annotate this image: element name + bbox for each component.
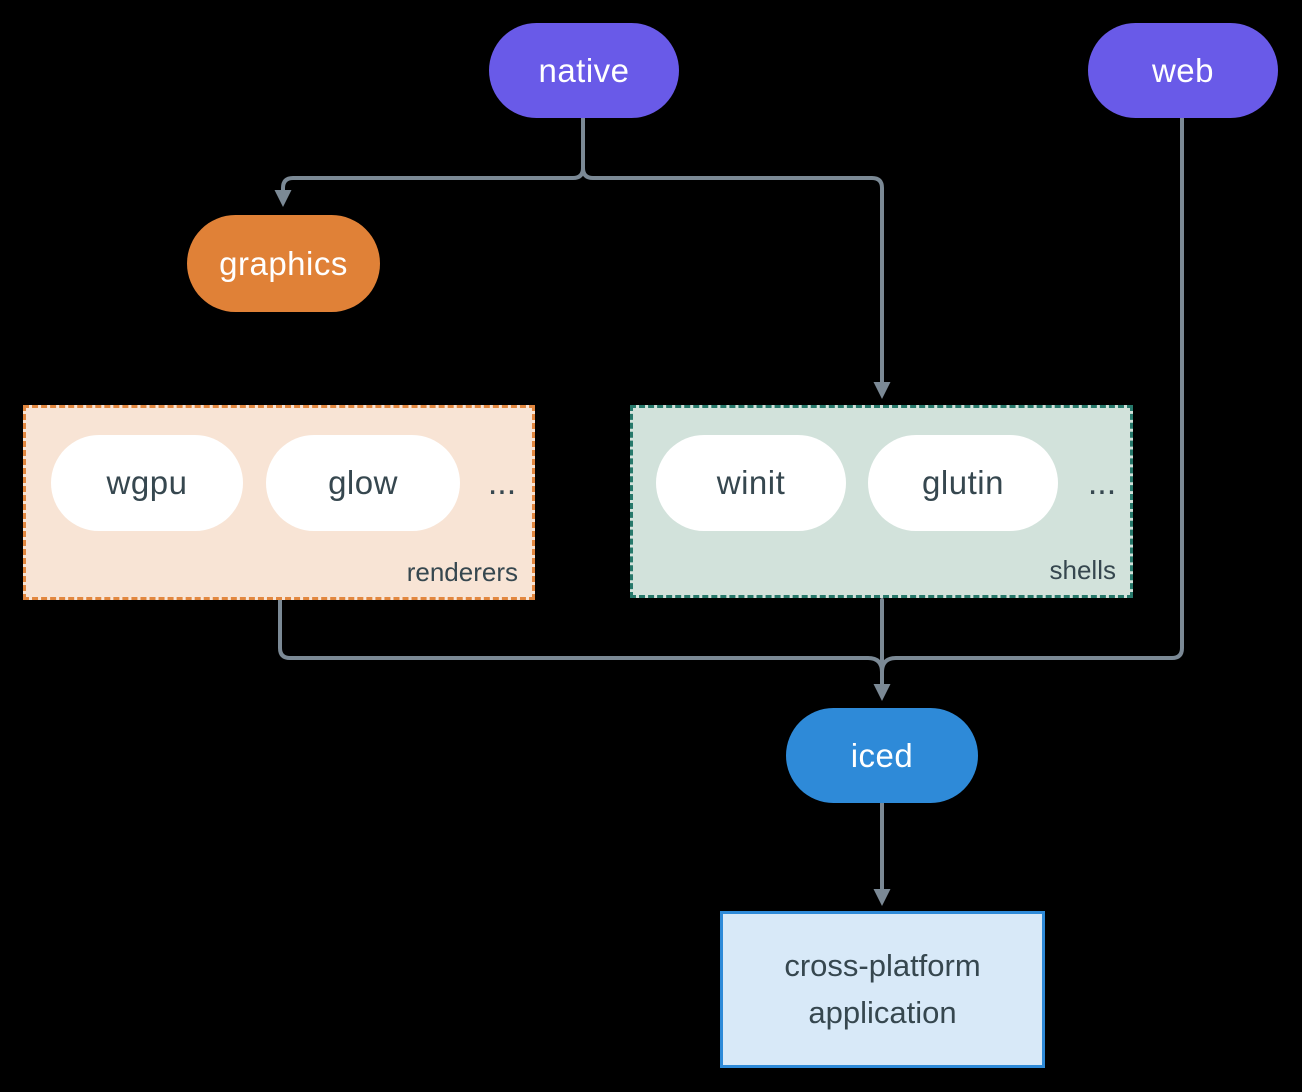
edge-renderers-to-merge	[278, 598, 884, 674]
arrowhead-shells	[873, 382, 891, 399]
node-graphics: graphics	[187, 215, 380, 312]
node-winit: winit	[656, 435, 846, 531]
renderers-ellipsis: ...	[487, 463, 517, 502]
node-native: native	[489, 23, 679, 118]
node-glow: glow	[266, 435, 460, 531]
node-glutin: glutin	[868, 435, 1058, 531]
node-graphics-label: graphics	[219, 244, 348, 282]
node-iced-label: iced	[850, 736, 914, 774]
node-glow-label: glow	[328, 464, 398, 501]
node-wgpu-label: wgpu	[106, 464, 188, 501]
node-winit-label: winit	[716, 464, 786, 501]
edge-native-to-shells	[581, 116, 884, 385]
node-application-label: cross-platform application	[784, 948, 981, 1030]
arrowhead-iced	[873, 684, 891, 701]
shells-group-label: shells	[1049, 555, 1116, 585]
node-glutin-label: glutin	[922, 464, 1004, 501]
edge-native-to-graphics	[281, 116, 585, 193]
renderers-group-label: renderers	[406, 557, 518, 587]
node-wgpu: wgpu	[51, 435, 243, 531]
node-iced: iced	[786, 708, 978, 803]
shells-ellipsis: ...	[1087, 463, 1117, 502]
node-native-label: native	[538, 51, 630, 89]
group-renderers: wgpu glow ... renderers	[23, 405, 535, 600]
node-web-label: web	[1151, 51, 1215, 89]
group-shells: winit glutin ... shells	[630, 405, 1133, 598]
node-cross-platform-application: cross-platform application	[720, 911, 1045, 1068]
node-web: web	[1088, 23, 1278, 118]
arrowhead-application	[873, 889, 891, 906]
arrowhead-graphics	[274, 190, 292, 207]
